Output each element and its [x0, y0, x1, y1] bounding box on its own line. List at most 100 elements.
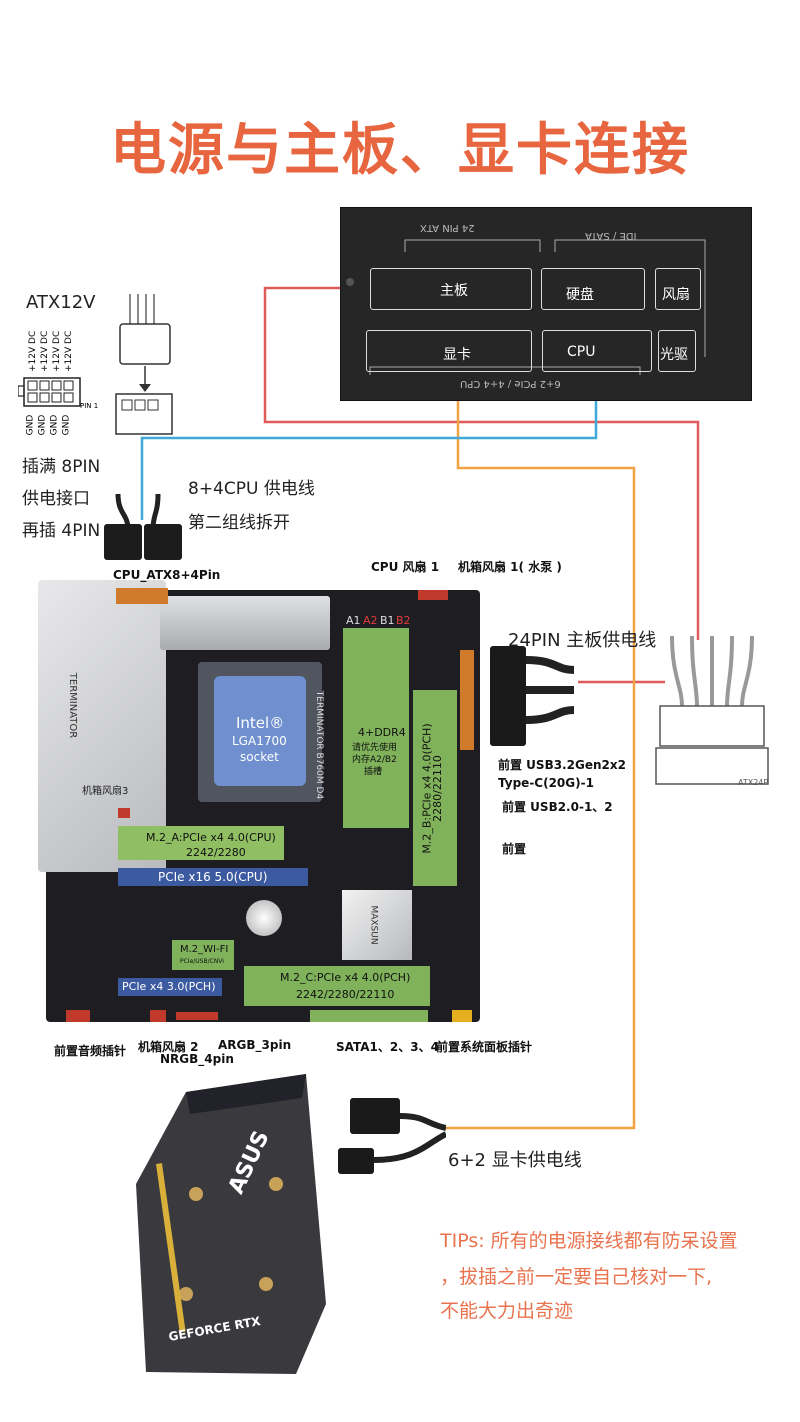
cpu-cable-label-1: 8+4CPU 供电线: [188, 479, 315, 499]
tips-line-2: ，拔插之前一定要自己核对一下,: [440, 1266, 713, 1288]
m2c-label: M.2_C:PCIe x4 4.0(PCH): [280, 971, 411, 984]
psu-port-mainboard-label: 主板: [440, 283, 468, 299]
cpu-cable-icon: [104, 494, 182, 560]
atx12v-note-1: 插满 8PIN: [22, 457, 101, 477]
pcie-x4-label: PCIe x4 3.0(PCH): [122, 980, 216, 993]
atx12v-pin1: PIN 1: [80, 402, 99, 410]
psu-port-mainboard[interactable]: [370, 268, 532, 310]
m2-wifi-slot: [172, 940, 234, 970]
atx12v-bottom-pins: GND GND GND GND: [25, 412, 88, 442]
pin-label: +12V DC: [52, 330, 62, 372]
cpu-socket: [214, 676, 306, 786]
page-title: 电源与主板、显卡连接: [110, 118, 690, 183]
vrm-heatsink: [160, 596, 330, 650]
label-front: 前置: [502, 842, 527, 856]
label-sys-fan2: 机箱风扇 2: [138, 1040, 199, 1054]
label-nrgb: NRGB_4pin: [160, 1052, 234, 1066]
front-panel-header: [452, 1010, 472, 1022]
psu-silk-24pin: 24 PIN ATX: [420, 222, 475, 233]
atx24-cable-icon: [490, 646, 575, 746]
m2b-size: 2280/22110: [430, 755, 444, 822]
label-front-panel: 前置系统面板插针: [436, 1040, 533, 1054]
atx24-conn-label: ATX24P: [738, 778, 769, 787]
atx12v-plug-icon: [115, 294, 173, 435]
atx12v-note-2: 供电接口: [22, 489, 90, 509]
line-gpu: [445, 395, 636, 1130]
pin-label: +12V DC: [40, 330, 50, 372]
argb-header: [176, 1012, 218, 1020]
ddr-note-2: 请优先使用: [352, 743, 398, 753]
ddr-slot-a1: A1: [346, 614, 361, 627]
sys-fan3-label: 机箱风扇3: [82, 786, 129, 797]
heatsink-text: TERMINATOR: [67, 672, 79, 739]
m2a-label: M.2_A:PCIe x4 4.0(CPU): [146, 831, 276, 844]
psu-panel: [340, 207, 752, 401]
line-mainboard: [263, 286, 700, 640]
ddr-slot-b1: B1: [380, 614, 395, 627]
pin-label: GND: [61, 414, 72, 436]
sys-fan3-header: [118, 808, 130, 818]
psu-port-fan[interactable]: [655, 268, 701, 310]
pin-label: +12V DC: [28, 330, 38, 372]
ddr-note-3: 内存A2/B2: [352, 755, 397, 765]
ddr-note-1: 4+DDR4: [358, 726, 406, 739]
label-usb32: 前置 USB3.2Gen2x2: [498, 758, 626, 772]
m2c-slot: [244, 966, 430, 1006]
psu-silk-bottom: 6+2 PCIe / 4+4 CPU: [460, 378, 561, 389]
tips-line-1: TIPs: 所有的电源接线都有防呆设置: [440, 1230, 738, 1252]
gpu-cable-icon: [338, 1098, 446, 1174]
m2a-size: 2242/2280: [186, 846, 246, 859]
socket-word: socket: [240, 750, 279, 764]
sys-fan2-header: [150, 1010, 166, 1022]
pin-label: GND: [49, 414, 60, 436]
ddr-slots: [343, 628, 409, 828]
m2-wifi-sub: PCIe/USB/CNVi: [180, 958, 224, 965]
pcie-x16-slot: [118, 868, 308, 886]
atx12v-title: ATX12V: [26, 292, 96, 313]
gpu-cable-label: 6+2 显卡供电线: [448, 1150, 582, 1171]
psu-port-odd-label: 光驱: [660, 347, 688, 363]
atx12v-top-pins: +12V DC +12V DC +12V DC +12V DC: [28, 320, 88, 372]
atx24-header: [460, 650, 474, 750]
cpu-fan-header: [418, 590, 448, 600]
psu-port-odd[interactable]: [658, 330, 696, 372]
label-usb20: 前置 USB2.0-1、2: [502, 800, 613, 814]
label-sata: SATA1、2、3、4: [336, 1040, 439, 1054]
pcie-x4-slot: [118, 978, 222, 996]
m2-wifi-label: M.2_WI-FI: [180, 944, 229, 955]
m2a-slot: [118, 826, 284, 860]
m2b-slot: [413, 690, 457, 886]
ddr-note-4: 插槽: [364, 767, 383, 777]
label-sys-fan1: 机箱风扇 1( 水泵 ): [458, 560, 562, 574]
pch-heatsink: [342, 890, 412, 960]
m2c-size: 2242/2280/22110: [296, 988, 395, 1001]
psu-port-cpu[interactable]: [542, 330, 652, 372]
cpu-atx-header: [116, 588, 168, 604]
psu-silk-sata: IDE / SATA: [585, 230, 637, 241]
label-typec: Type-C(20G)-1: [498, 776, 594, 790]
pin-label: +12V DC: [64, 330, 74, 372]
gpu-card: [136, 1074, 326, 1374]
tips-line-3: 不能大力出奇迹: [440, 1300, 574, 1322]
label-cpu-fan: CPU 风扇 1: [371, 560, 440, 574]
pin-label: GND: [25, 414, 36, 436]
psu-port-hdd-label: 硬盘: [566, 287, 594, 303]
socket-lga: LGA1700: [232, 734, 287, 748]
psu-port-gpu[interactable]: [366, 330, 532, 372]
atx12v-note-3: 再插 4PIN: [22, 521, 101, 541]
ddr-slot-b2: B2: [396, 614, 411, 627]
cpu-cable-label-2: 第二组线拆开: [188, 513, 290, 533]
pin-label: GND: [37, 414, 48, 436]
psu-port-hdd[interactable]: [541, 268, 645, 310]
io-heatsink: [38, 580, 166, 872]
psu-port-cpu-label: CPU: [567, 344, 596, 360]
pch-logo: MAXSUN: [368, 905, 379, 945]
psu-port-fan-label: 风扇: [662, 287, 690, 303]
atx24-connector-sketch: [655, 636, 769, 785]
label-front-audio: 前置音频插针: [54, 1044, 127, 1058]
label-cpu-atx: CPU_ATX8+4Pin: [113, 568, 221, 582]
line-cpu: [140, 395, 598, 520]
label-atx24-title: 24PIN 主板供电线: [508, 630, 657, 651]
psu-port-gpu-label: 显卡: [443, 347, 471, 363]
